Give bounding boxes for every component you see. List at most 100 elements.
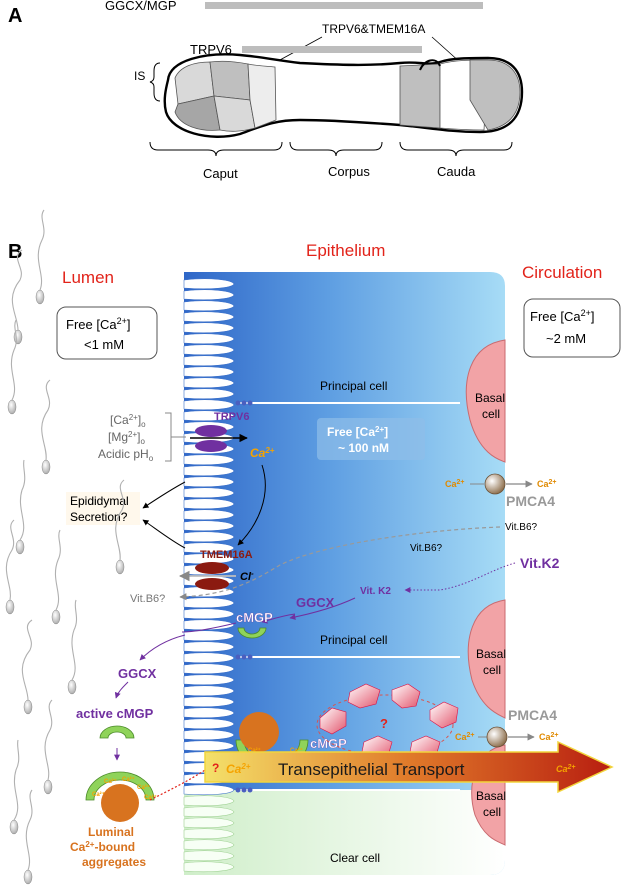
region-cauda: Cauda xyxy=(437,164,476,179)
transport-arrow[interactable] xyxy=(204,740,614,794)
microvillus xyxy=(183,663,235,675)
microvillus xyxy=(183,696,235,708)
active-cmgp-shape xyxy=(99,725,135,739)
microvillus xyxy=(183,355,235,367)
tmem16a-channel xyxy=(195,562,229,574)
active-cmgp-label: active cMGP xyxy=(76,706,154,721)
cell-ca-value: ~ 100 nM xyxy=(338,441,389,455)
microvillus xyxy=(183,531,235,543)
microvillus xyxy=(183,399,235,411)
svg-text:Ca²⁺: Ca²⁺ xyxy=(104,778,117,785)
sperm-tail xyxy=(41,379,51,461)
sperm-head xyxy=(35,289,45,305)
tight-junction xyxy=(235,400,253,793)
circ-ca-value: ~2 mM xyxy=(546,331,586,346)
cell-aggregate-core xyxy=(239,712,279,752)
svg-text:Ca²⁺: Ca²⁺ xyxy=(248,747,261,754)
sperm-tail xyxy=(115,479,125,561)
vitb6-label-circ: Vit.B6? xyxy=(505,522,537,533)
pmca4-ca-in-2: Ca2+ xyxy=(455,732,475,742)
sperm-head xyxy=(23,869,33,885)
principal-cell-label-2: Principal cell xyxy=(320,633,387,647)
microvillus xyxy=(183,333,235,345)
sperm-head xyxy=(41,459,51,475)
ggcx-mgp-label: GGCX/MGP xyxy=(105,0,177,13)
microvillus xyxy=(183,542,235,554)
trpv6-bar xyxy=(242,46,422,53)
principal-cell-label-1: Principal cell xyxy=(320,379,387,393)
is-brace xyxy=(149,62,161,102)
microvillus xyxy=(183,553,235,565)
basal-cell-label: Basal xyxy=(475,391,505,405)
secretion-bg xyxy=(66,492,140,525)
epididymal-secretion-l2-fg: Secretion? xyxy=(70,510,128,524)
sperm-tail xyxy=(10,319,17,401)
circ-ca-box xyxy=(523,298,621,358)
circ-ca-label: Free [Ca2+] xyxy=(530,308,594,324)
microvillus xyxy=(183,388,235,400)
pmca4-label-2: PMCA4 xyxy=(508,707,557,723)
vitk2-ggcx-arrow xyxy=(289,597,356,620)
microvillus xyxy=(183,795,235,807)
lumen-title: Lumen xyxy=(62,268,114,287)
sperm-tail xyxy=(5,519,15,601)
ggcx-mgp-bar xyxy=(205,2,483,9)
ca-o-label: [Ca2+]o xyxy=(110,413,146,429)
caput-segment xyxy=(213,95,256,132)
cauda-segment xyxy=(399,63,441,129)
aggregate-ca-ions: Ca²⁺Ca²⁺Ca²⁺Ca²⁺Ca²⁺ xyxy=(92,776,157,801)
basal-cell xyxy=(465,339,506,463)
sperm-tail xyxy=(37,209,45,291)
cauda-brace xyxy=(399,141,513,157)
microvillus xyxy=(183,465,235,477)
pmca4-pump-2 xyxy=(486,726,508,748)
aggregate-label-l1: Luminal xyxy=(88,825,134,839)
microvillus xyxy=(183,520,235,532)
lumen-ca-box xyxy=(56,306,158,360)
microvillus xyxy=(183,322,235,334)
cmgp-label-cell: cMGP xyxy=(236,610,273,625)
region-corpus: Corpus xyxy=(328,164,370,179)
pmca4-pump-1 xyxy=(484,473,506,495)
transport-ca-in: Ca2+ xyxy=(226,762,251,776)
vitb6-arrow xyxy=(179,526,501,601)
sperm-tail xyxy=(54,529,61,611)
vitb6-label-cell: Vit.B6? xyxy=(410,543,442,554)
ggcx-active-arrow xyxy=(114,681,129,699)
vitk2-label-cell: Vit. K2 xyxy=(360,586,391,597)
microvillus xyxy=(183,817,235,829)
microvillus xyxy=(183,377,235,389)
svg-text:Ca²⁺: Ca²⁺ xyxy=(122,776,135,783)
clear-cell-body xyxy=(184,790,505,875)
sperm-head xyxy=(43,779,53,795)
sperm-tail xyxy=(11,249,23,331)
sperm-tail xyxy=(13,739,20,821)
acidic-ph-label: Acidic pHo xyxy=(98,447,154,463)
microvillus xyxy=(183,300,235,312)
basal-cell-label: Basal xyxy=(476,647,506,661)
microvillus xyxy=(183,784,235,796)
sperm-head xyxy=(5,599,15,615)
lumen-ca-label: Free [Ca2+] xyxy=(66,316,130,332)
tmem16a-channel xyxy=(195,578,229,590)
sperm-head xyxy=(23,699,33,715)
svg-text:Ca²⁺: Ca²⁺ xyxy=(92,791,105,798)
vitb6-label-lumen: Vit.B6? xyxy=(130,593,165,605)
microvillus xyxy=(183,311,235,323)
sperm-group xyxy=(5,209,125,885)
is-label: IS xyxy=(134,69,145,83)
secretion-arrow xyxy=(142,519,186,549)
ggcx-cmgp-arrow xyxy=(261,613,296,624)
svg-text:Ca²⁺: Ca²⁺ xyxy=(290,747,303,754)
microvillus xyxy=(183,344,235,356)
pmca4-ca-out-2: Ca2+ xyxy=(539,732,559,742)
microvillus xyxy=(183,685,235,697)
basal-cell-label: Basal xyxy=(476,789,506,803)
aggregate-cmgp-shell xyxy=(85,771,155,801)
basal-cell-label: cell xyxy=(482,407,500,421)
cmgp-label-cell-2: cMGP xyxy=(310,736,347,751)
microvillus xyxy=(183,630,235,642)
ca-to-tmem-arrow xyxy=(237,464,266,546)
region-caput: Caput xyxy=(203,166,238,181)
